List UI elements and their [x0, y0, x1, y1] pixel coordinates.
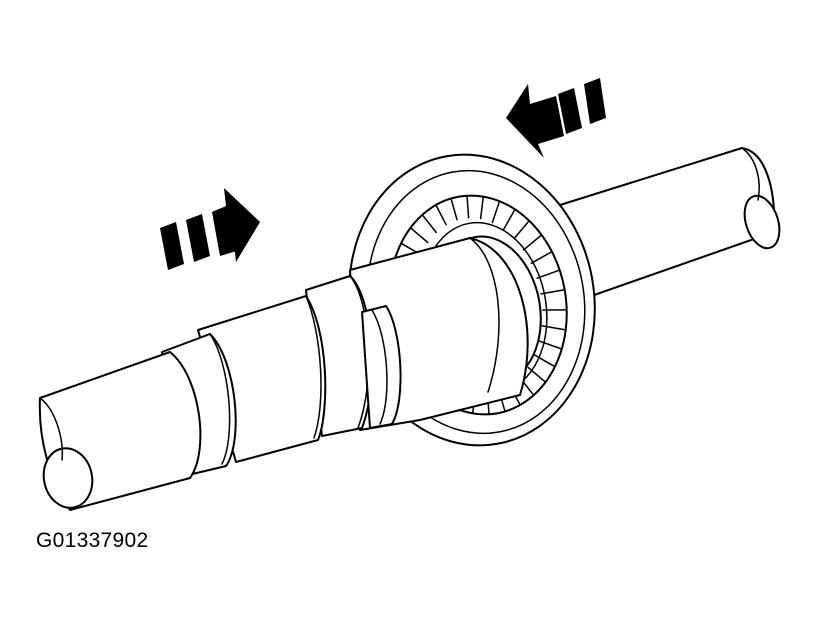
bearing-roller: [522, 234, 543, 251]
bearing-roller: [421, 214, 437, 234]
bearing-roller: [450, 197, 458, 221]
bearing-roller: [527, 366, 547, 383]
bearing-roller: [536, 269, 561, 279]
bearing-roller: [479, 195, 485, 220]
push-arrow-left-icon: [506, 78, 606, 158]
push-arrow-right-icon: [160, 188, 260, 270]
bearing-roller: [466, 194, 470, 219]
right-shaft: [559, 147, 781, 301]
main-shaft: [38, 237, 529, 511]
bearing-roller: [513, 219, 530, 240]
bearing-roller: [491, 200, 501, 224]
bearing-roller: [541, 325, 567, 331]
bearing-roller: [534, 354, 556, 368]
bearing-roller: [530, 250, 553, 265]
bearing-roller: [409, 227, 429, 244]
bearing-roller: [435, 204, 447, 226]
bearing-roller: [503, 208, 516, 230]
bearing-roller: [540, 288, 566, 295]
figure-id-label: G01337902: [36, 529, 149, 552]
bearing-roller: [538, 340, 563, 350]
